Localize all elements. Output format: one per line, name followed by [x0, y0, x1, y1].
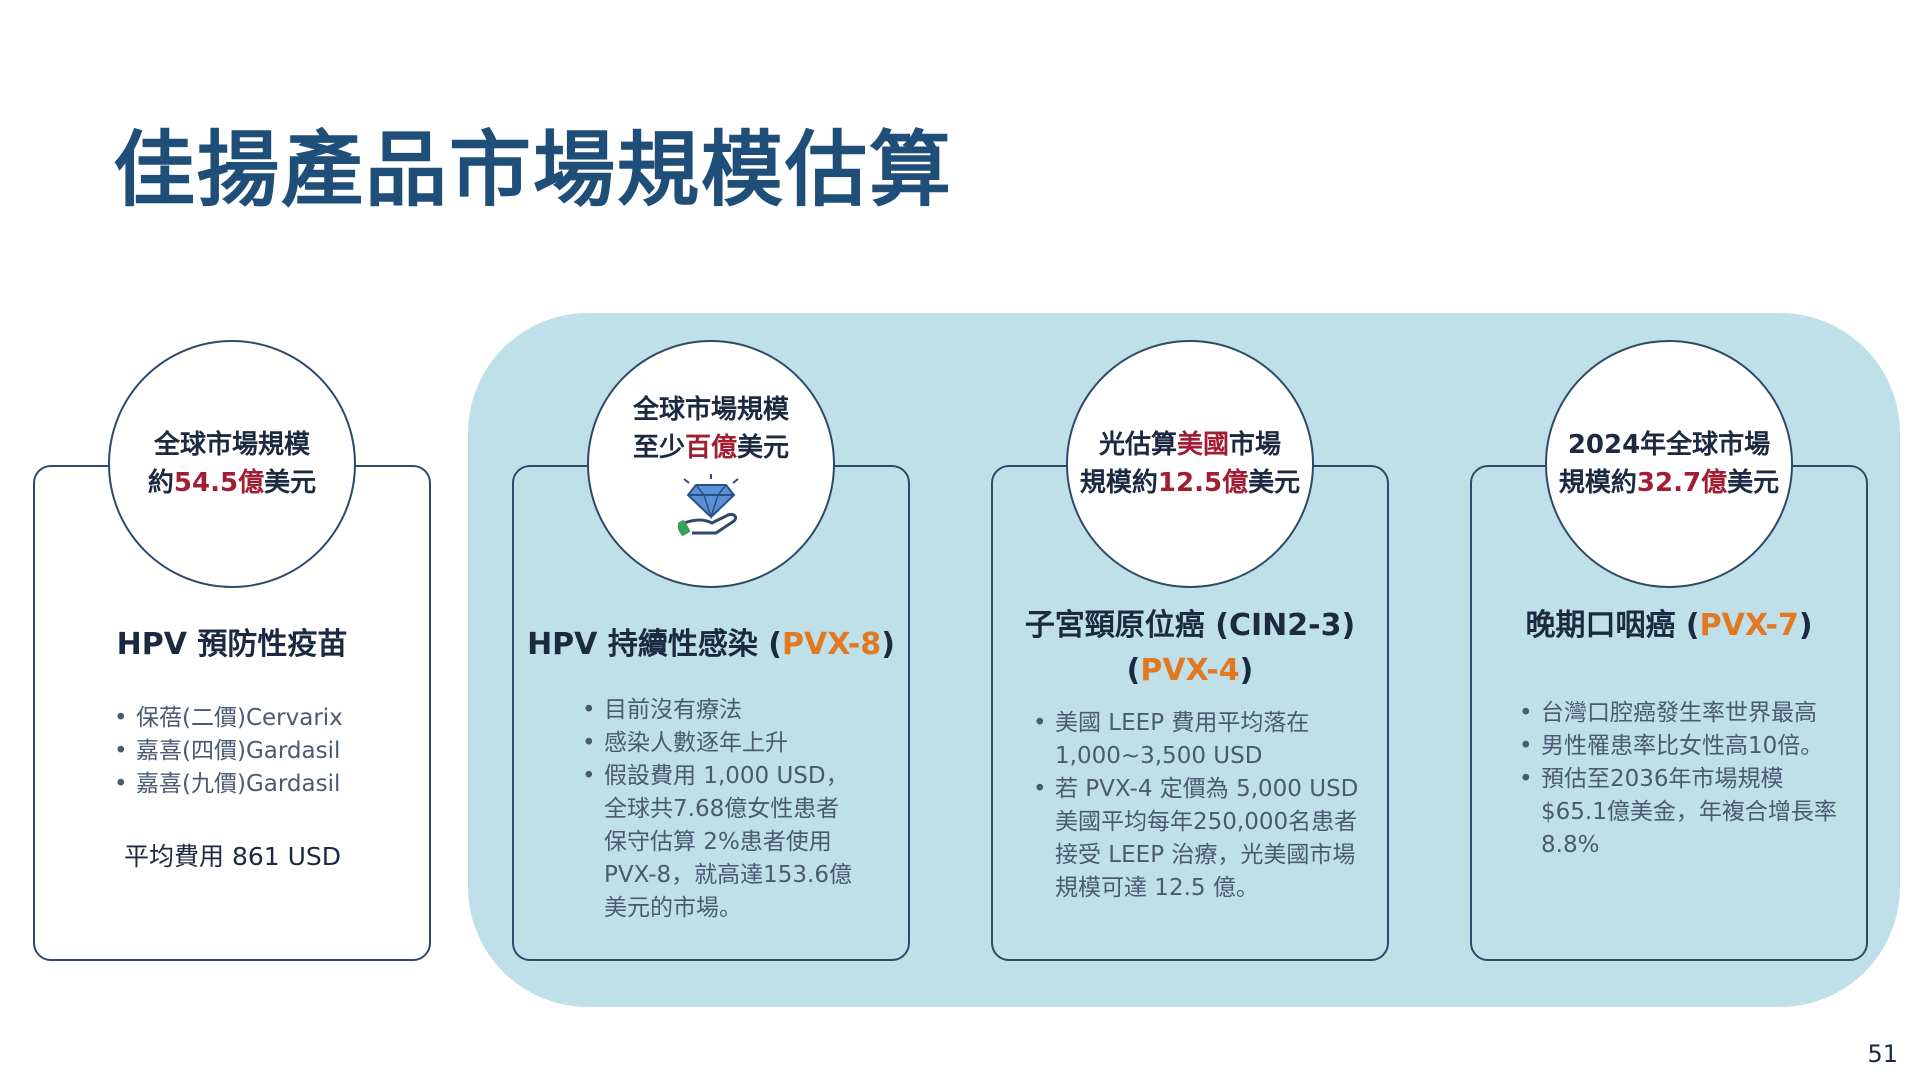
list-item: 若 PVX-4 定價為 5,000 USD 美國平均每年250,000名患者 接…: [1033, 773, 1358, 905]
list-item: 男性罹患率比女性高10倍。: [1519, 730, 1837, 763]
card-2-heading: HPV 持續性感染 (PVX-8): [527, 627, 895, 662]
list-item: 目前沒有療法: [582, 694, 852, 727]
card-3-bullets: 美國 LEEP 費用平均落在 1,000~3,500 USD 若 PVX-4 定…: [1033, 707, 1358, 905]
list-item: 台灣口腔癌發生率世界最高: [1519, 697, 1837, 730]
card-3-heading: 子宮頸原位癌 (CIN2-3) (PVX-4): [1024, 608, 1356, 688]
list-item: 預估至2036年市場規模 $65.1億美金，年複合增長率 8.8%: [1519, 763, 1837, 862]
card-3-market-circle: 光估算美國市場 規模約12.5億美元: [1066, 340, 1314, 588]
card-1-heading: HPV 預防性疫苗: [116, 627, 348, 662]
card-4-market-circle: 2024年全球市場 規模約32.7億美元: [1545, 340, 1793, 588]
card-2-bullets: 目前沒有療法 感染人數逐年上升 假設費用 1,000 USD， 全球共7.68億…: [582, 694, 852, 925]
list-item: 假設費用 1,000 USD， 全球共7.68億女性患者 保守估算 2%患者使用…: [582, 760, 852, 925]
card-4-heading: 晚期口咽癌 (PVX-7): [1525, 608, 1813, 643]
card-1-bullets: 保蓓(二價)Cervarix 嘉喜(四價)Gardasil 嘉喜(九價)Gard…: [114, 702, 343, 801]
list-item: 感染人數逐年上升: [582, 727, 852, 760]
page-number: 51: [1867, 1040, 1898, 1068]
diamond-hand-icon: [678, 474, 739, 536]
list-item: 保蓓(二價)Cervarix: [114, 702, 343, 735]
list-item: 嘉喜(四價)Gardasil: [114, 735, 343, 768]
card-2-market-circle: 全球市場規模 至少百億美元: [587, 340, 835, 588]
slide-title: 佳揚產品市場規模估算: [113, 123, 954, 218]
card-4-bullets: 台灣口腔癌發生率世界最高 男性罹患率比女性高10倍。 預估至2036年市場規模 …: [1519, 697, 1837, 862]
list-item: 美國 LEEP 費用平均落在 1,000~3,500 USD: [1033, 707, 1358, 773]
card-1-market-circle: 全球市場規模 約54.5億美元: [108, 340, 356, 588]
list-item: 嘉喜(九價)Gardasil: [114, 768, 343, 801]
average-cost: 平均費用 861 USD: [124, 842, 342, 871]
